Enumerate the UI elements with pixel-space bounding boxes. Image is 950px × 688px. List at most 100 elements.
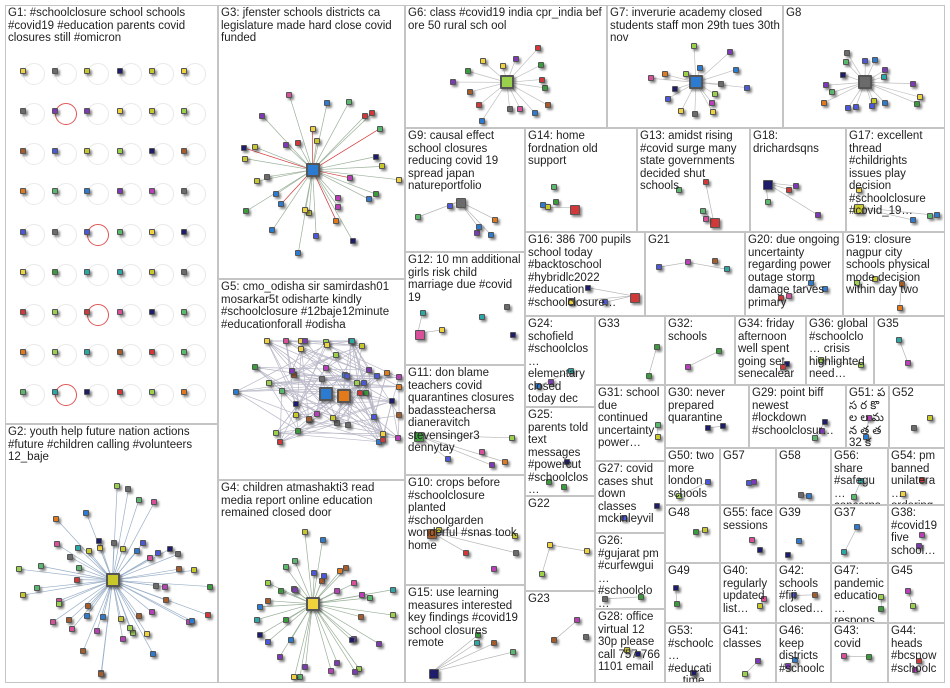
graph-node [283,564,289,570]
graph-node [415,330,425,340]
graph-node [84,188,90,194]
self-loop [184,103,206,125]
graph-node [140,540,146,546]
graph-node [359,592,365,598]
graph-node [815,212,821,218]
group-g2-edges [6,425,217,682]
graph-node [288,637,294,643]
graph-node [491,566,497,572]
group-g17: G17: excellent thread #childrights issue… [846,128,945,232]
graph-node [241,145,247,151]
graph-node [86,548,92,554]
graph-node [97,545,103,551]
graph-edge [649,347,657,376]
graph-node [467,89,473,95]
graph-node [117,309,123,315]
graph-edge [313,102,349,170]
graph-node [345,422,351,428]
graph-edge [280,423,337,441]
graph-node [362,113,368,119]
graph-node [277,654,283,660]
group-g47: G47: pandemic educatio… respons… [831,563,888,623]
graph-node [265,580,271,586]
graph-node [489,462,495,468]
graph-node [363,390,369,396]
self-loop [87,264,109,286]
graph-edge [101,580,112,674]
graph-node [298,346,304,352]
graph-node [367,595,373,601]
graph-node [84,68,90,74]
graph-node [492,217,498,223]
self-loop [120,183,142,205]
graph-node [84,108,90,114]
group-label: G21 [648,234,742,247]
graph-node [149,389,155,395]
self-loop [152,143,174,165]
graph-edge [352,341,384,434]
graph-node [320,537,326,543]
group-g4: G4: children atmashakti3 read media repo… [218,480,405,683]
graph-edge [294,355,337,375]
graph-node [181,349,187,355]
group-g32: G32: schools [665,316,735,385]
graph-node [763,180,773,190]
graph-node [311,570,317,576]
graph-node [100,614,106,620]
self-loop [87,224,109,246]
group-g3: G3: jfenster schools districts ca legisl… [218,5,405,279]
graph-edge [113,502,155,580]
group-label: G53: #schoolc… #educati… time… [668,625,717,683]
graph-edge [280,391,281,442]
graph-node [96,538,102,544]
graph-node [380,437,386,443]
graph-node [84,309,90,315]
graph-node [927,415,933,421]
graph-node [872,57,878,63]
self-loop [55,224,77,246]
self-loop [87,304,109,326]
graph-node [273,430,279,436]
graph-edge [313,590,394,604]
graph-node [744,85,750,91]
graph-node [504,304,510,310]
graph-node [319,376,325,382]
graph-node [94,628,100,634]
group-g41: G41: classes [720,623,776,683]
graph-node [291,674,297,680]
group-label: G22 [528,498,592,511]
graph-node [823,82,829,88]
graph-node [252,364,258,370]
group-g58: G58 [776,448,831,505]
group-g1: G1: #schoolclosure school schools #covid… [5,5,218,424]
graph-node [83,510,89,516]
graph-node [705,425,711,431]
graph-node [52,148,58,154]
group-g14: G14: home fordnation old support [525,128,637,232]
group-g22: G22 [525,496,595,591]
graph-node [52,269,58,275]
group-g34: G34: friday afternoon well spent going s… [735,316,806,385]
group-label: G25: parents told text messages #powercu… [528,409,592,496]
graph-node [700,208,706,214]
group-g18: G18: drichardsqns [750,128,846,232]
graph-edge [57,544,112,580]
graph-node [54,541,60,547]
group-g28: G28: office virtual 12 30p please call 7… [595,609,665,683]
graph-node [510,332,516,338]
graph-node [384,370,390,376]
graph-node [257,604,263,610]
graph-node [357,390,363,396]
graph-edge [113,486,118,580]
graph-node [333,218,339,224]
graph-node [510,649,516,655]
graph-node [252,144,258,150]
self-loop [87,103,109,125]
graph-node [349,637,355,643]
graph-node [866,654,872,660]
graph-edge [688,262,727,269]
group-g31: G31: school due continued uncertainty po… [595,385,665,461]
self-loop [23,304,45,326]
graph-node [840,72,846,78]
group-g11: G11: don blame teachers covid quarantine… [405,365,525,475]
